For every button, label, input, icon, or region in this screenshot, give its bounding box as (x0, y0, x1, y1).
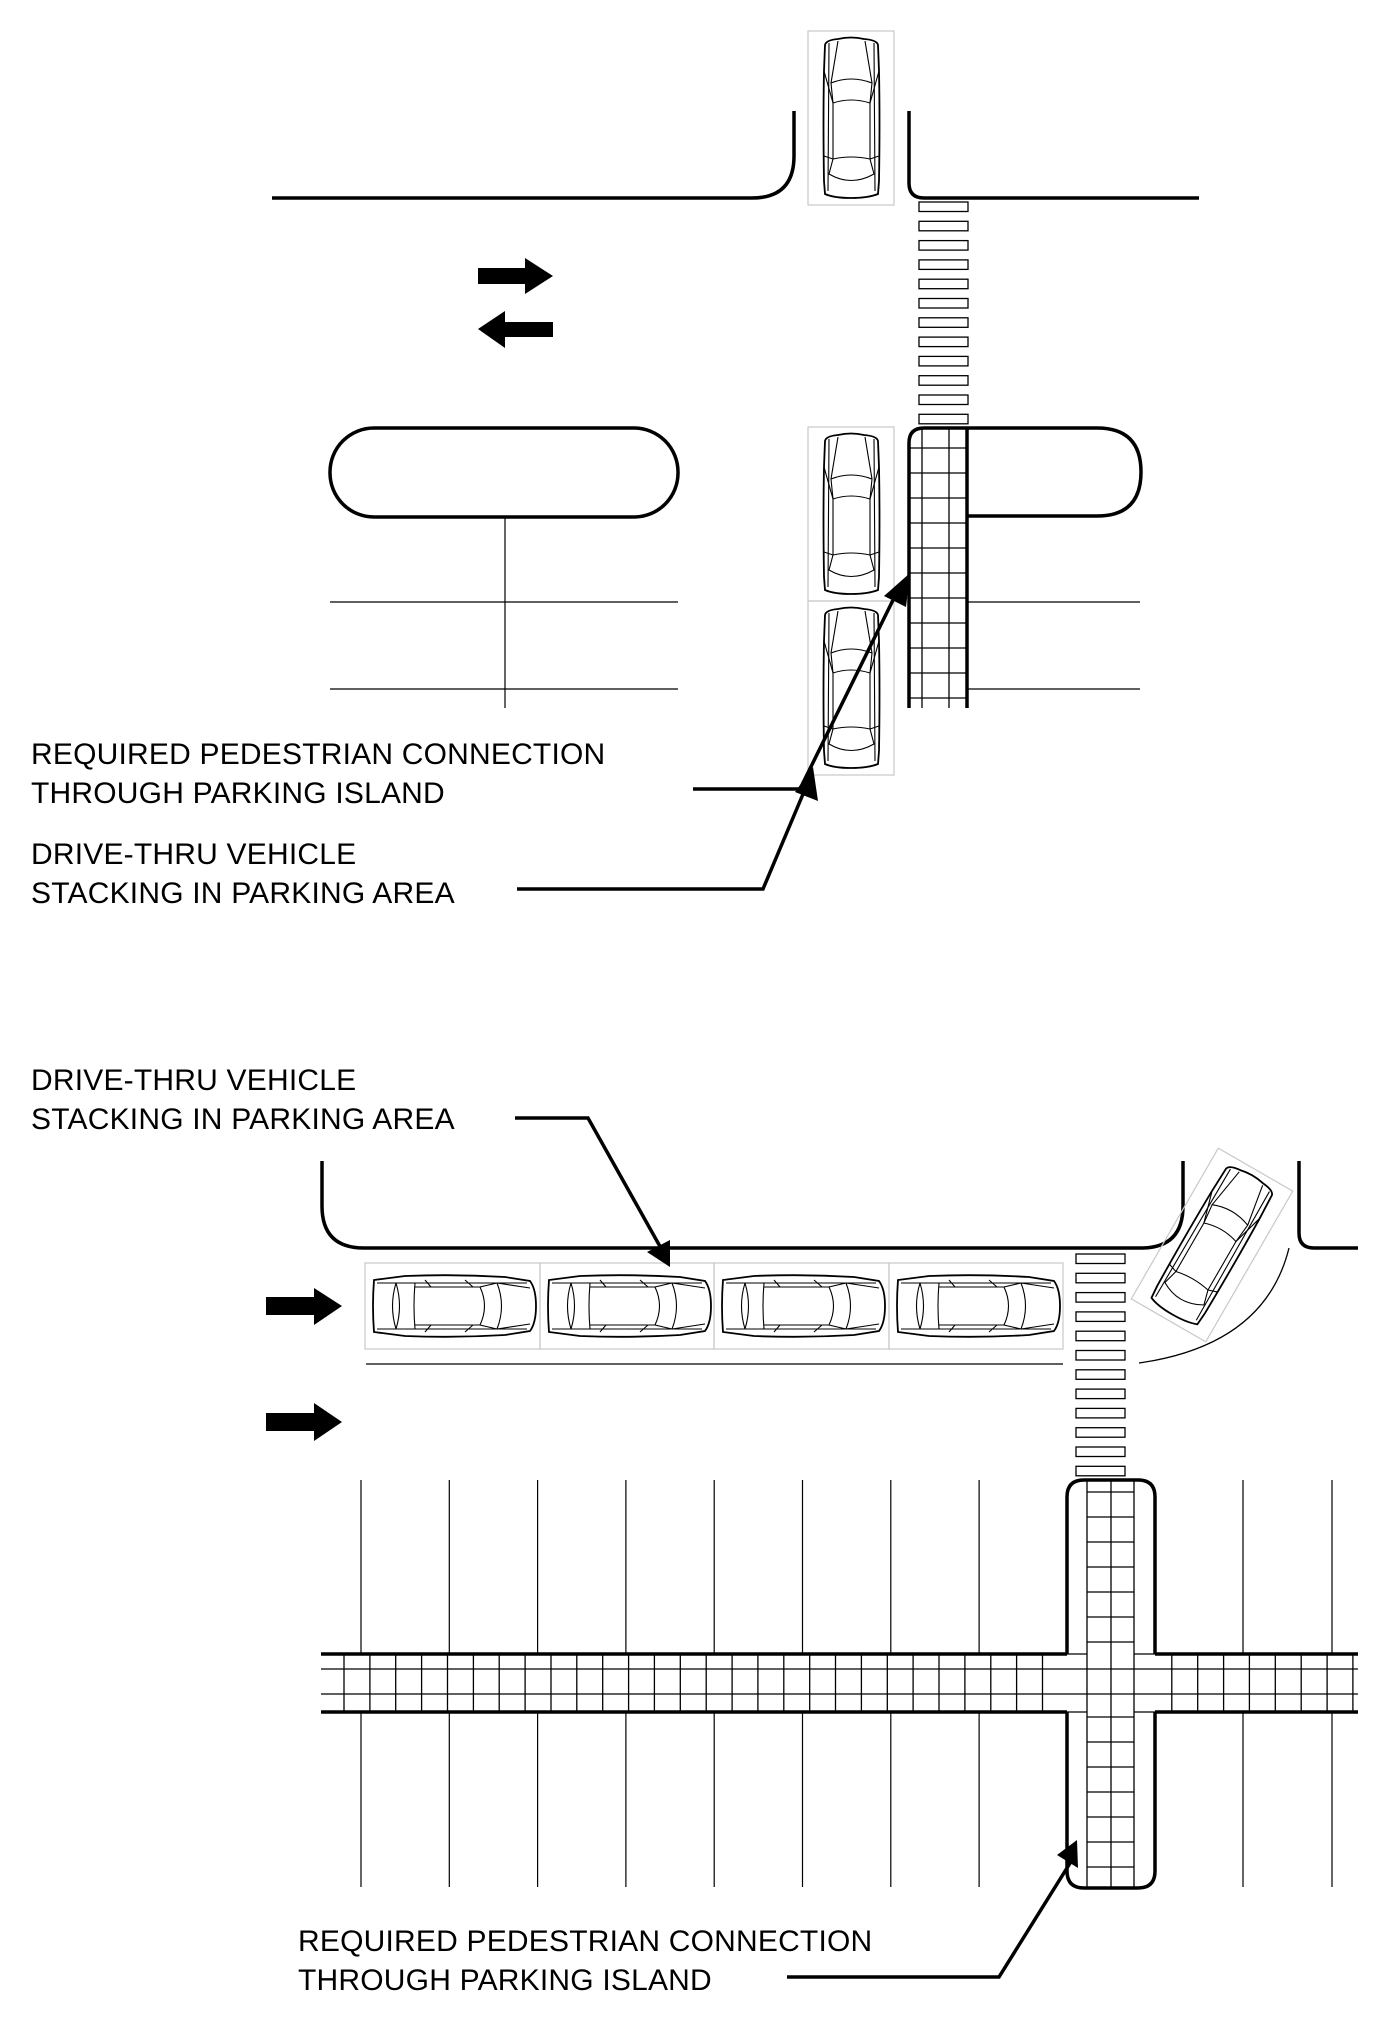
crosswalk-bar (918, 239, 969, 251)
parking-island-left (328, 426, 680, 519)
vehicle (539, 1262, 715, 1350)
arrow-right-icon (478, 258, 553, 294)
vehicle (713, 1262, 890, 1350)
vehicle (807, 600, 895, 776)
street-curb-right (1297, 1161, 1358, 1250)
crosswalk-bar (918, 201, 969, 213)
crosswalk-bar (918, 375, 969, 386)
top-panel (272, 30, 1199, 891)
crosswalk-bar (918, 220, 969, 232)
crosswalk-bar (1075, 1272, 1126, 1284)
vehicle-turning (1130, 1147, 1294, 1343)
arrow-left-icon (478, 311, 553, 348)
vehicle (888, 1262, 1064, 1350)
leader-arrowhead (1057, 1840, 1078, 1868)
crosswalk-bar (1075, 1369, 1126, 1380)
crosswalk-bar (1075, 1311, 1126, 1323)
crosswalk-bar (918, 297, 969, 309)
crosswalk-bar (918, 259, 969, 271)
parking-island-right (907, 426, 1143, 708)
crosswalk-bar (1075, 1465, 1126, 1477)
turning-path (1138, 1247, 1290, 1364)
parking-stalls (360, 1480, 1333, 1887)
crosswalk-bar (918, 317, 969, 328)
vehicle (364, 1262, 541, 1350)
leader-arrowhead (795, 767, 818, 801)
pedestrian-walkway-horizontal (321, 1652, 1358, 1714)
vehicle (807, 426, 895, 602)
crosswalk-bar (1075, 1388, 1126, 1400)
crosswalk-bar (1075, 1253, 1126, 1265)
crosswalk (918, 201, 969, 425)
crosswalk (1075, 1253, 1126, 1477)
leader-ped-connection (693, 573, 910, 791)
crosswalk-bar (1075, 1349, 1126, 1361)
label-line: REQUIRED PEDESTRIAN CONNECTION (298, 1925, 873, 1958)
street-curb-left (320, 1161, 1185, 1250)
leader-arrowhead (884, 573, 910, 607)
label-ped-connection-bottom: REQUIRED PEDESTRIAN CONNECTION THROUGH P… (298, 1922, 872, 2000)
crosswalk-bar (918, 355, 969, 367)
label-line: REQUIRED PEDESTRIAN CONNECTION (31, 738, 606, 771)
arrow-right-icon (266, 1288, 342, 1325)
label-vehicle-stacking-bottom: DRIVE-THRU VEHICLE STACKING IN PARKING A… (31, 1061, 455, 1139)
label-ped-connection-top: REQUIRED PEDESTRIAN CONNECTION THROUGH P… (31, 735, 605, 813)
parking-island-walkway (1065, 1478, 1157, 1890)
leader-vehicle-stacking (515, 1116, 670, 1267)
label-vehicle-stacking-top: DRIVE-THRU VEHICLE STACKING IN PARKING A… (31, 835, 455, 913)
bottom-panel (266, 1116, 1358, 1979)
crosswalk-bar (1075, 1330, 1126, 1342)
crosswalk-bar (918, 336, 969, 348)
crosswalk-bar (918, 278, 969, 290)
street-curb-left (272, 111, 796, 200)
label-line: STACKING IN PARKING AREA (31, 1103, 455, 1136)
leader-vehicle-stacking (517, 767, 818, 891)
label-line: THROUGH PARKING ISLAND (298, 1964, 712, 1997)
arrow-right-icon (266, 1403, 342, 1441)
crosswalk-bar (918, 413, 969, 425)
crosswalk-bar (1075, 1407, 1126, 1419)
crosswalk-bar (1075, 1291, 1126, 1303)
crosswalk-bar (918, 394, 969, 406)
pedestrian-walkway (909, 428, 967, 708)
street-curb-right (907, 111, 1199, 200)
label-line: DRIVE-THRU VEHICLE (31, 838, 357, 871)
label-line: THROUGH PARKING ISLAND (31, 777, 445, 810)
leader-ped-connection (787, 1840, 1078, 1979)
leader-arrowhead (647, 1240, 670, 1267)
crosswalk-bar (1075, 1427, 1126, 1438)
vehicle (807, 30, 895, 206)
label-line: DRIVE-THRU VEHICLE (31, 1064, 357, 1097)
crosswalk-bar (1075, 1446, 1126, 1458)
label-line: STACKING IN PARKING AREA (31, 877, 455, 910)
